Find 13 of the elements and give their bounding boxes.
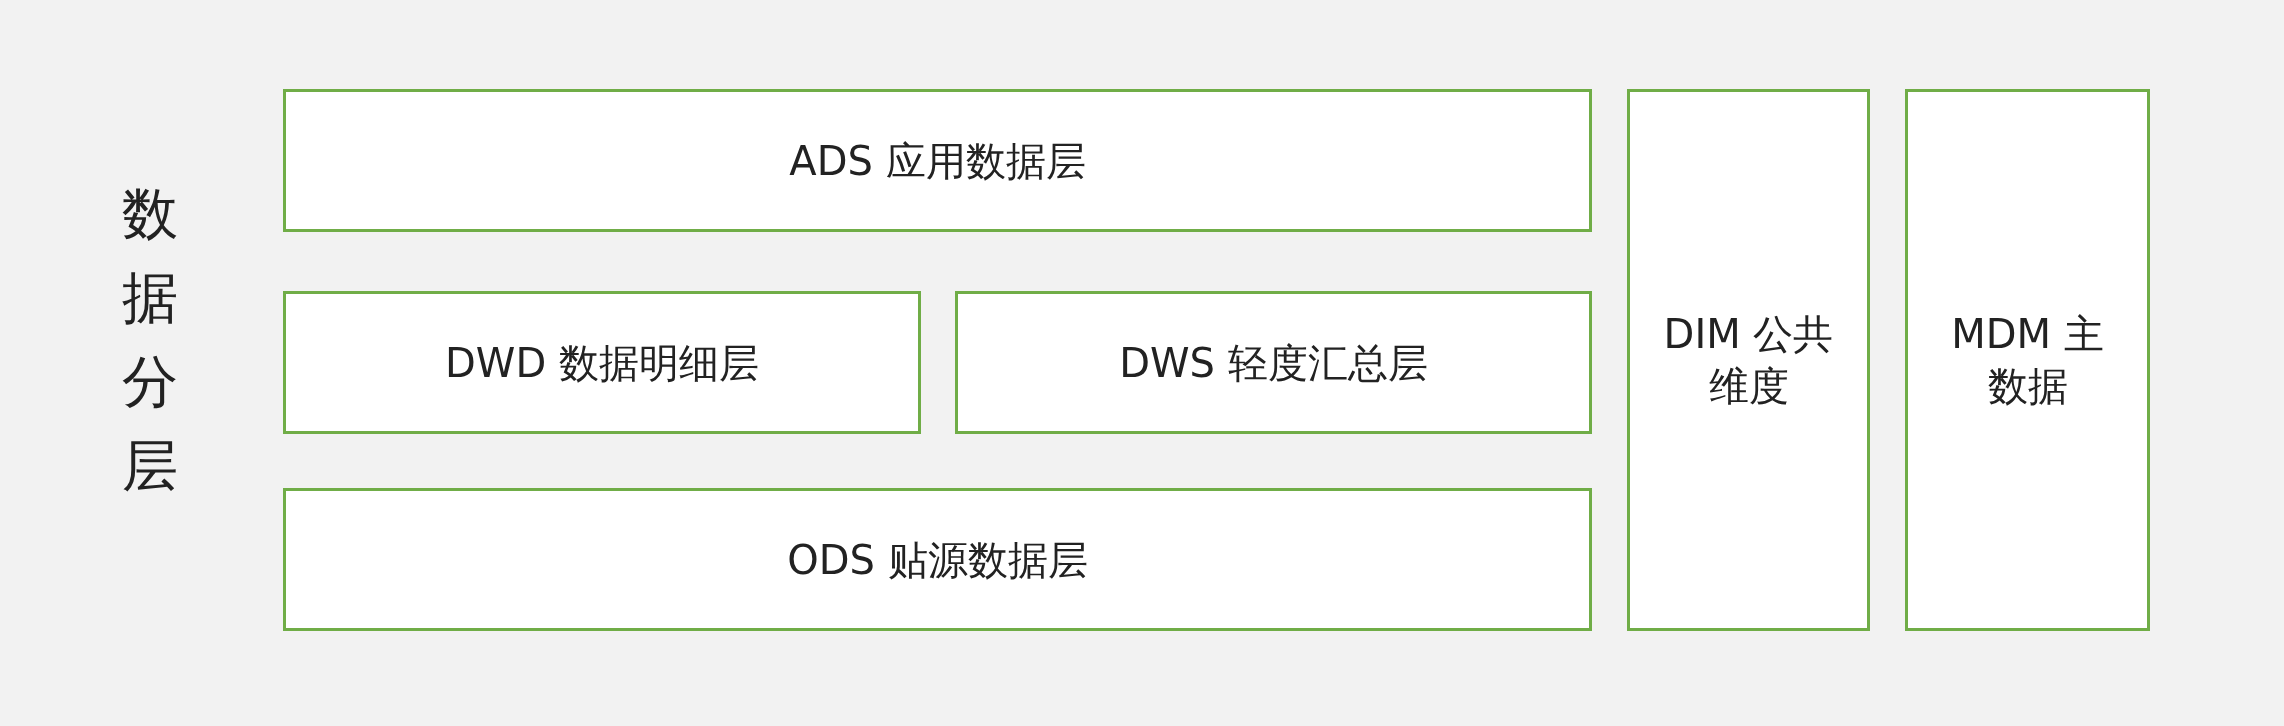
layer-box: [283, 89, 1592, 232]
layer-name: DWS 轻度汇总层: [1119, 338, 1428, 388]
layer-box: [1627, 89, 1870, 631]
layer-box: [283, 488, 1592, 631]
layer-name: DIM 公共维度: [1663, 310, 1834, 411]
layer-name: ODS 贴源数据层: [787, 535, 1088, 585]
layer-name: MDM 主数据: [1950, 310, 2105, 411]
layer-name: DWD 数据明细层: [445, 338, 759, 388]
layer-box: [283, 291, 921, 434]
vertical-label: 数据分层: [122, 180, 178, 500]
layer-name: ADS 应用数据层: [789, 136, 1086, 186]
layer-box: [1905, 89, 2150, 631]
layer-box: [955, 291, 1592, 434]
